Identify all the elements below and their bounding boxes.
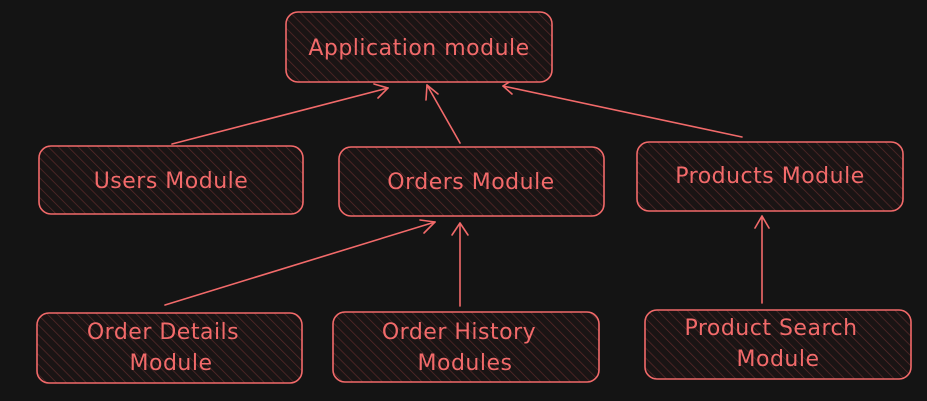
node-orders-module: Orders Module — [338, 146, 605, 217]
arrow-order-history-to-orders — [451, 222, 469, 307]
arrow-products-to-application — [502, 78, 743, 138]
node-application-module-label: Application module — [308, 36, 529, 61]
arrow-product-search-to-products — [754, 215, 770, 304]
node-orders-module-label: Orders Module — [387, 170, 554, 195]
node-application-module: Application module — [285, 11, 553, 83]
node-order-history-modules: Order History Modules — [332, 311, 600, 383]
node-products-module: Products Module — [636, 141, 904, 212]
node-order-details-line1: Order Details — [87, 320, 239, 345]
arrow-order-details-to-orders — [164, 219, 436, 306]
node-products-module-label: Products Module — [675, 164, 864, 189]
node-users-module: Users Module — [38, 145, 304, 215]
arrow-users-to-application — [171, 83, 389, 145]
node-product-search-line2: Module — [737, 347, 820, 372]
node-users-module-label: Users Module — [94, 169, 249, 194]
arrow-orders-to-application — [425, 84, 461, 144]
node-product-search-line1: Product Search — [684, 316, 857, 341]
node-order-details-module: Order Details Module — [36, 312, 303, 384]
node-order-history-line1: Order History — [382, 320, 536, 345]
node-product-search-module: Product Search Module — [644, 309, 912, 380]
node-order-details-line2: Module — [130, 351, 213, 376]
node-order-history-line2: Modules — [418, 351, 513, 376]
